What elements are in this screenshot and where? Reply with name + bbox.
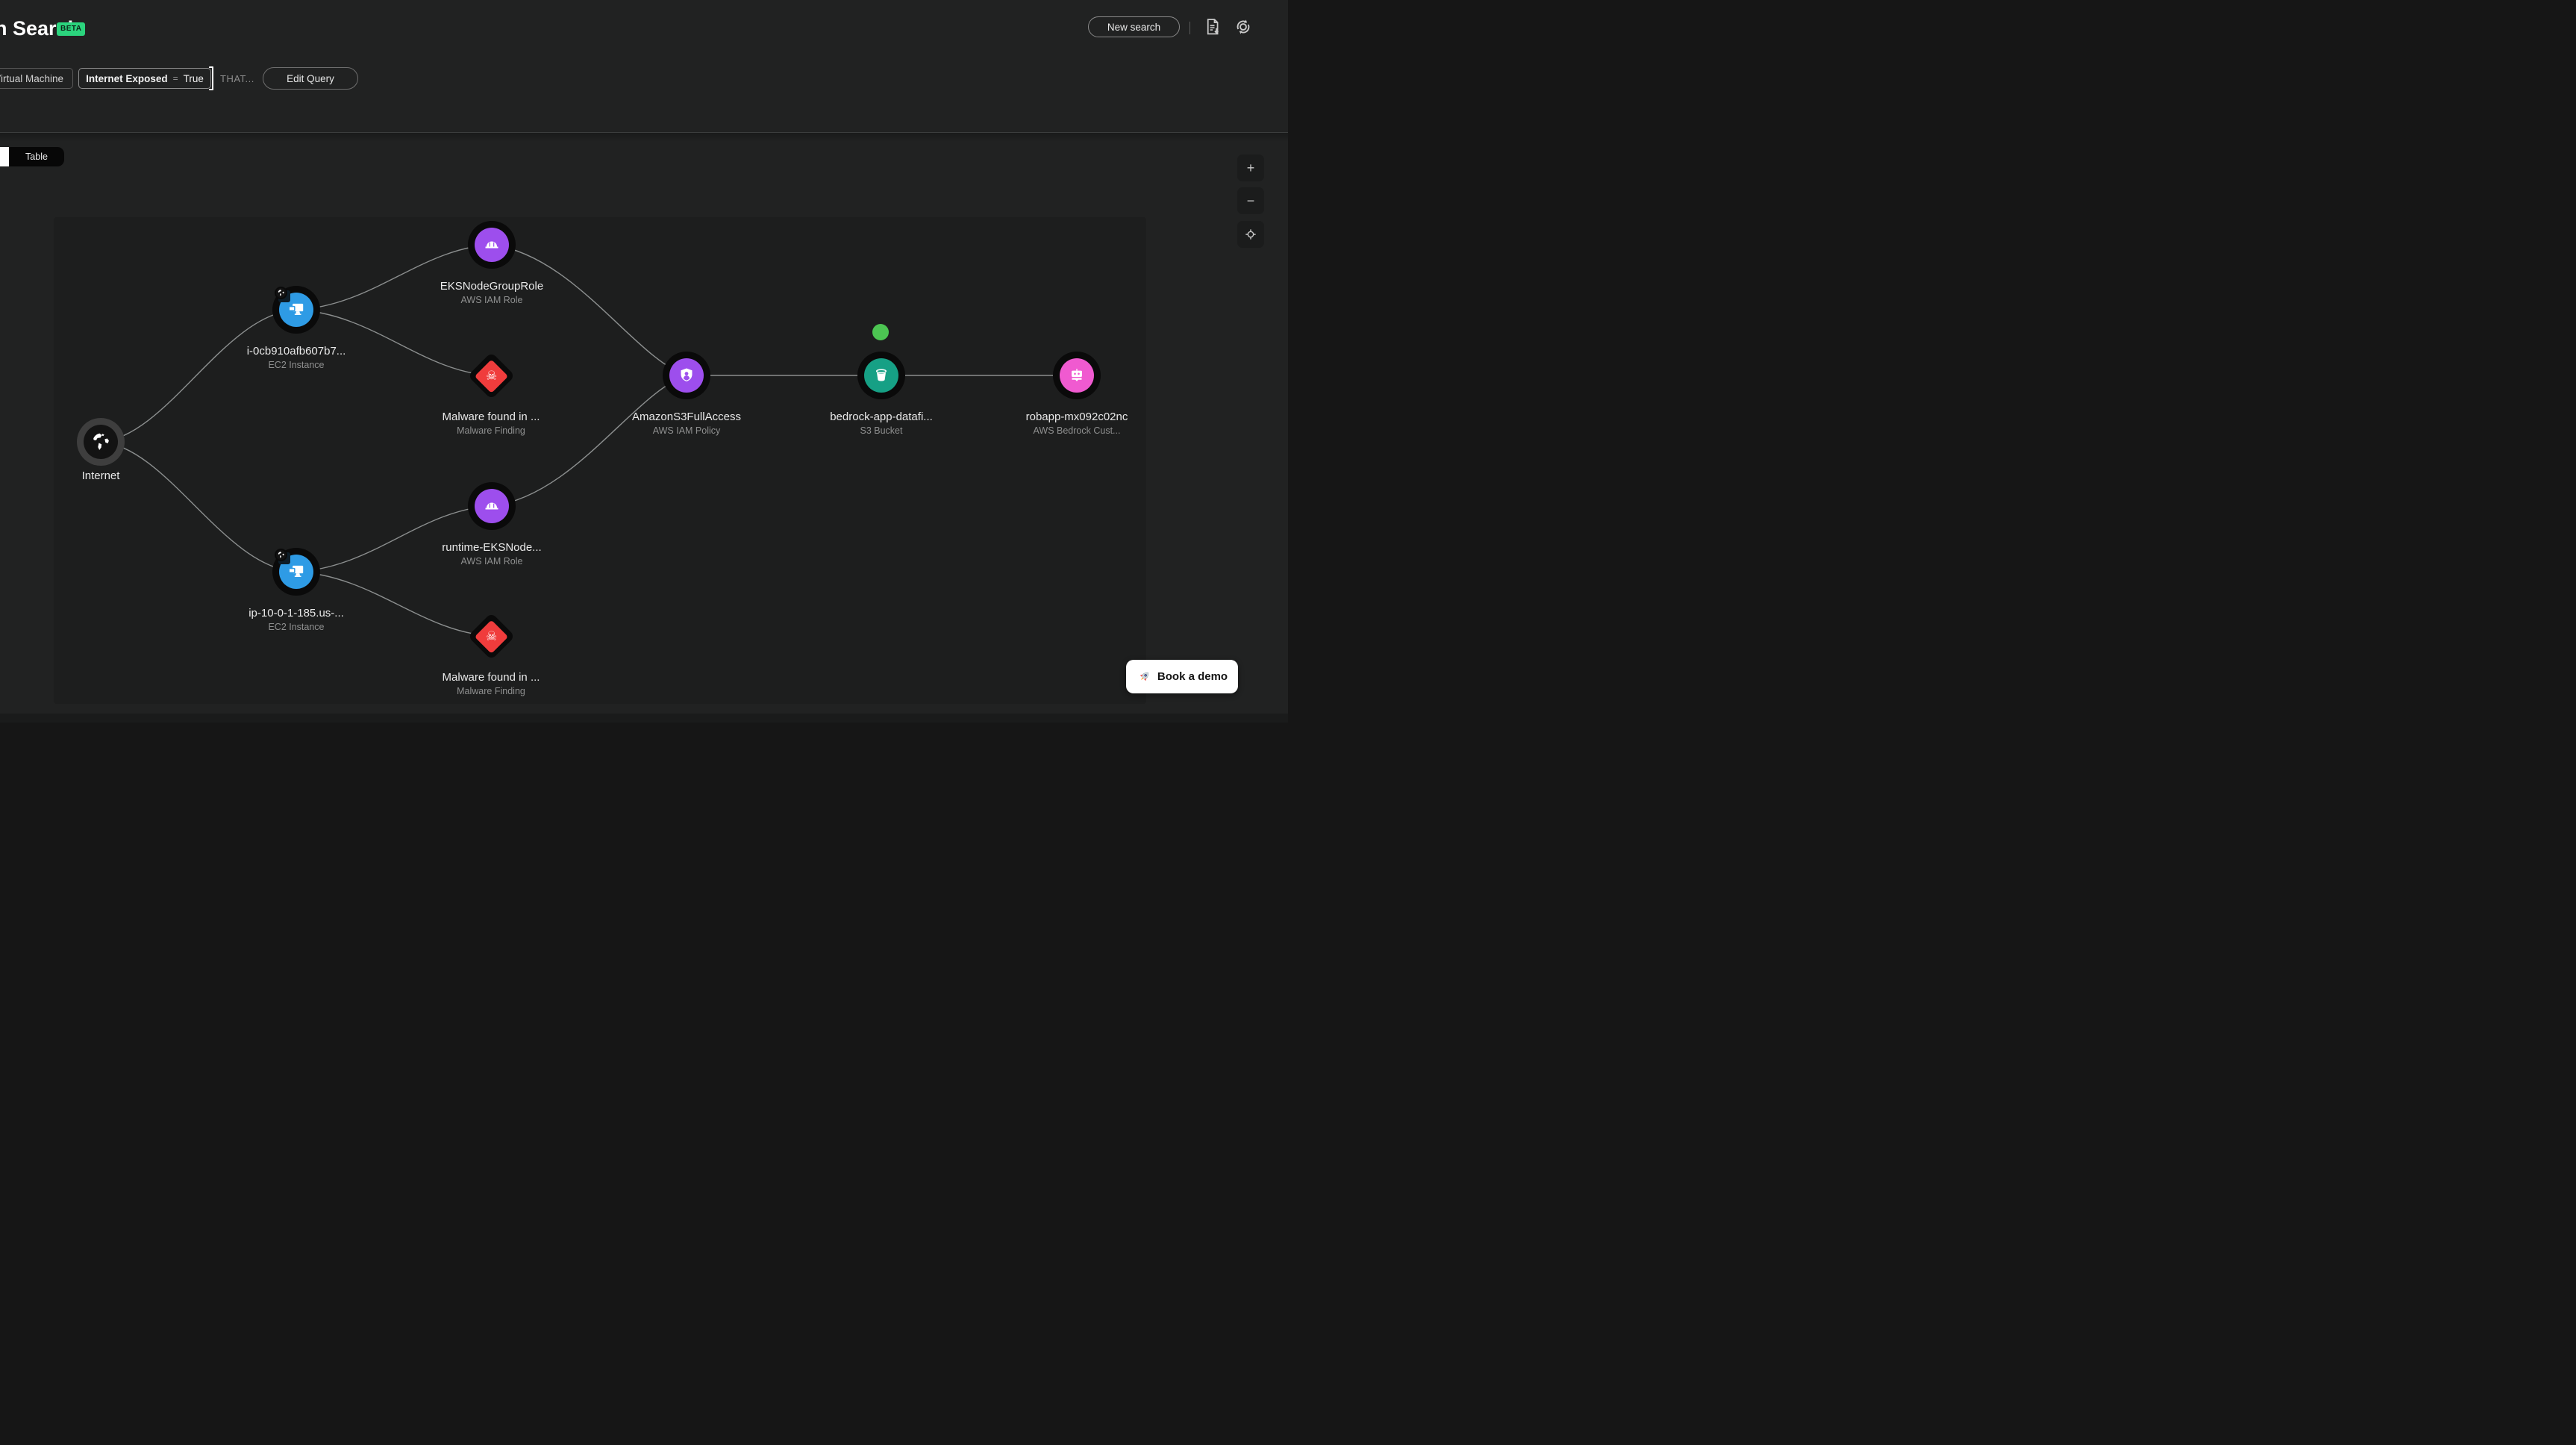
selection-bracket	[209, 66, 213, 90]
node-label-iam-policy: AmazonS3FullAccess AWS IAM Policy	[632, 411, 741, 436]
page-title: Graph Search	[0, 17, 81, 40]
fit-view-button[interactable]	[1237, 221, 1264, 248]
header-shadow	[0, 133, 1288, 142]
hard-hat-icon	[485, 502, 498, 510]
graph-node-malware-finding-2[interactable]: ☠	[467, 612, 515, 660]
graph-node-internet[interactable]	[77, 418, 125, 466]
internet-exposed-badge-globe-icon	[275, 549, 287, 561]
globe-icon	[90, 431, 112, 453]
node-label-bedrock: robapp-mx092c02nc AWS Bedrock Cust...	[1025, 411, 1128, 436]
header-divider	[1189, 22, 1190, 34]
zoom-out-button[interactable]: −	[1237, 187, 1264, 214]
query-chip-internet-exposed[interactable]: Internet Exposed = True	[78, 66, 213, 90]
graph-node-iam-role-2[interactable]	[468, 482, 516, 530]
new-search-button[interactable]: New search	[1088, 16, 1180, 37]
node-label-internet: Internet	[81, 469, 120, 482]
node-label-malware-2: Malware found in ... Malware Finding	[442, 671, 540, 696]
graph-node-bedrock-custom-model[interactable]	[1053, 352, 1101, 399]
beta-badge: BETA	[57, 22, 86, 36]
node-label-malware-1: Malware found in ... Malware Finding	[442, 411, 540, 436]
shield-user-icon	[681, 368, 693, 381]
edit-query-button[interactable]: Edit Query	[263, 67, 358, 90]
node-label-s3-bucket: bedrock-app-datafi... S3 Bucket	[830, 411, 933, 436]
ec2-monitor-icon	[288, 565, 304, 577]
header-bottom-divider	[0, 132, 1288, 133]
graph-node-ec2-instance-1[interactable]	[272, 286, 320, 334]
graph-node-ec2-instance-2[interactable]	[272, 548, 320, 596]
tab-table[interactable]: Table	[9, 147, 64, 166]
tab-graph-clipped[interactable]	[0, 147, 9, 166]
node-label-iam-role-1: EKSNodeGroupRole AWS IAM Role	[440, 280, 544, 305]
graph-node-malware-finding-1[interactable]: ☠	[467, 352, 515, 399]
node-label-iam-role-2: runtime-EKSNode... AWS IAM Role	[442, 541, 542, 567]
query-chip-virtual-machine[interactable]: Virtual Machine	[0, 68, 73, 89]
rocket-icon	[1139, 672, 1149, 681]
graph-node-iam-role-1[interactable]	[468, 221, 516, 269]
query-that-text: THAT...	[220, 73, 254, 84]
zoom-in-button[interactable]: +	[1237, 155, 1264, 181]
graph-node-s3-bucket[interactable]	[857, 352, 905, 399]
graph-node-iam-policy[interactable]	[663, 352, 710, 399]
bucket-icon	[875, 369, 887, 381]
robot-icon	[1072, 369, 1082, 381]
bottom-strip	[0, 714, 1288, 722]
sync-refresh-icon[interactable]	[1233, 16, 1254, 37]
node-label-ec2-2: ip-10-0-1-185.us-... EC2 Instance	[248, 607, 344, 632]
skull-crossbones-icon: ☠	[485, 628, 497, 643]
internet-exposed-badge-globe-icon	[275, 287, 287, 299]
export-results-icon[interactable]	[1201, 16, 1222, 37]
ec2-monitor-icon	[288, 303, 304, 315]
status-dot-green	[872, 324, 889, 340]
hard-hat-icon	[485, 241, 498, 249]
graph-search-app: Graph Search BETA New search Virtual Mac…	[0, 0, 1288, 722]
skull-crossbones-icon: ☠	[485, 368, 497, 383]
node-label-ec2-1: i-0cb910afb607b7... EC2 Instance	[246, 345, 346, 370]
book-demo-button[interactable]: Book a demo	[1126, 660, 1238, 693]
crosshair-icon	[1245, 229, 1256, 240]
